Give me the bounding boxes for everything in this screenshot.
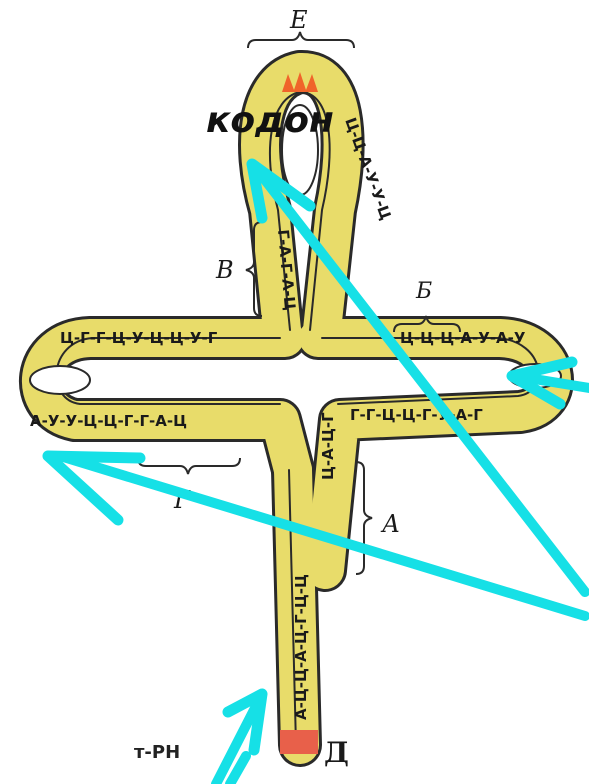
codon-label: кодон	[206, 100, 334, 141]
label-v: В	[215, 256, 234, 284]
label-a: А	[380, 510, 400, 538]
right-arm-lower-seq: Г-Г-Ц-Ц-Г-У-А-Г	[350, 406, 483, 424]
terminal-mark	[280, 730, 318, 754]
left-arm-upper-seq: Ц-Г-Г-Ц-У-Ц-Ц-У-Г	[60, 329, 218, 347]
center-lower-seq: Ц-А-Ц-Г	[319, 412, 337, 480]
right-arm-upper-seq: Ц-Ц-Ц-А-У-А-У	[400, 329, 526, 347]
label-b: Б	[415, 279, 432, 304]
acceptor-stem-seq: А-Ц-Ц-А-Ц-Г-Ц-Ц	[292, 574, 310, 720]
label-e: Е	[289, 6, 308, 34]
label-d: Д	[324, 736, 349, 769]
label-trna: т-РН	[134, 742, 180, 763]
left-arm-lower-seq: А-У-У-Ц-Ц-Г-Г-А-Ц	[30, 412, 187, 430]
